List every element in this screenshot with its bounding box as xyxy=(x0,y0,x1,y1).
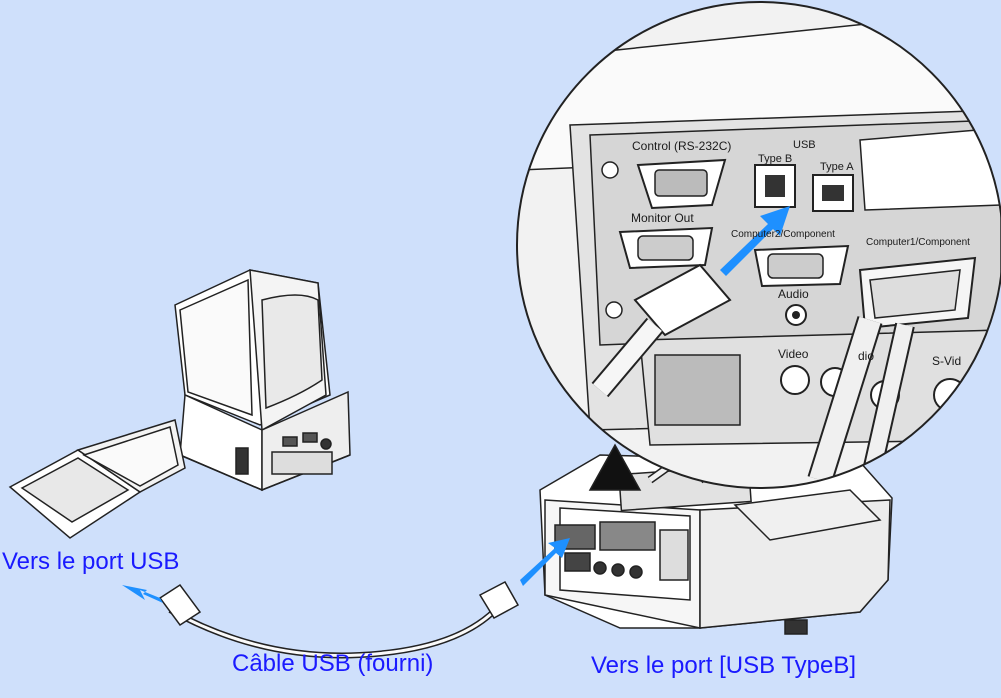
caption-usb-typeb-port: Vers le port [USB TypeB] xyxy=(591,652,857,679)
crt-monitor xyxy=(174,269,351,492)
zoom-callout: Control (RS-232C) USB Type B Type A Moni… xyxy=(517,2,1001,488)
label-usb: USB xyxy=(793,139,816,151)
laptop xyxy=(8,419,186,539)
caption-usb-port: Vers le port USB xyxy=(2,548,180,575)
label-control: Control (RS-232C) xyxy=(632,139,731,153)
caption-usb-cable: Câble USB (fourni) xyxy=(232,650,434,677)
label-computer1: Computer1/Component xyxy=(866,237,970,248)
arrow-to-projector-usb xyxy=(520,538,570,586)
label-audio2: dio xyxy=(858,349,874,363)
label-video: Video xyxy=(778,347,809,361)
usb-cable xyxy=(158,581,520,659)
label-audio: Audio xyxy=(778,287,809,301)
projector xyxy=(539,443,893,635)
label-computer2: Computer2/Component xyxy=(731,229,835,240)
label-type-a: Type A xyxy=(820,161,854,173)
label-s-video: S-Vid xyxy=(932,354,961,368)
arrow-to-laptop-usb xyxy=(122,585,163,603)
label-monitor-out: Monitor Out xyxy=(631,211,694,225)
label-type-b: Type B xyxy=(758,153,792,165)
